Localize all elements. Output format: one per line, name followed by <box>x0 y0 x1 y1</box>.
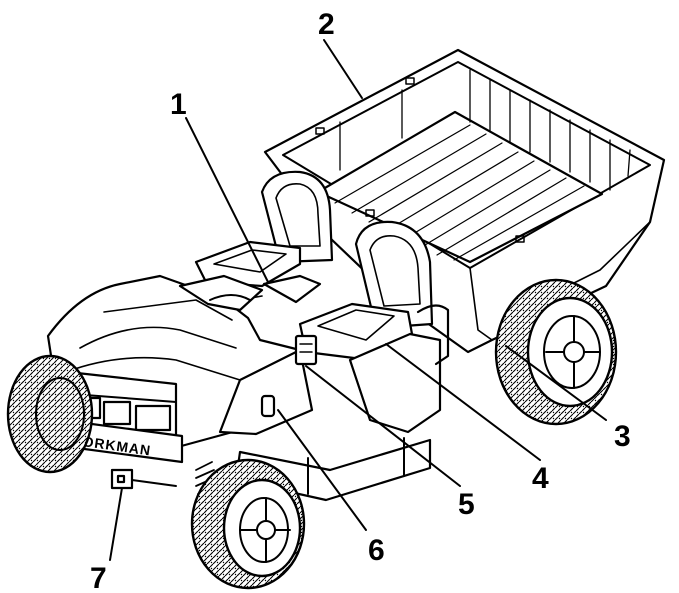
callout-5: 5 <box>458 488 475 521</box>
leader-line-4 <box>385 343 541 461</box>
callout-1: 1 <box>170 88 187 121</box>
callout-numbers: 1 2 3 4 5 6 7 <box>90 8 631 593</box>
leader-line-3 <box>505 345 607 421</box>
front-left-wheel <box>6 354 94 474</box>
leader-line-5 <box>305 365 461 487</box>
leader-line-1 <box>185 117 269 283</box>
seats <box>194 170 450 434</box>
rear-wheel <box>494 278 618 426</box>
leader-line-6 <box>277 409 367 531</box>
leader-lines <box>109 39 607 561</box>
leader-line-2 <box>323 39 363 99</box>
callout-4: 4 <box>532 462 549 495</box>
callout-6: 6 <box>368 534 385 567</box>
front-right-wheel <box>190 458 306 590</box>
callout-7: 7 <box>90 562 107 593</box>
leader-line-7 <box>109 487 123 561</box>
callout-3: 3 <box>614 420 631 453</box>
callout-2: 2 <box>318 8 335 41</box>
